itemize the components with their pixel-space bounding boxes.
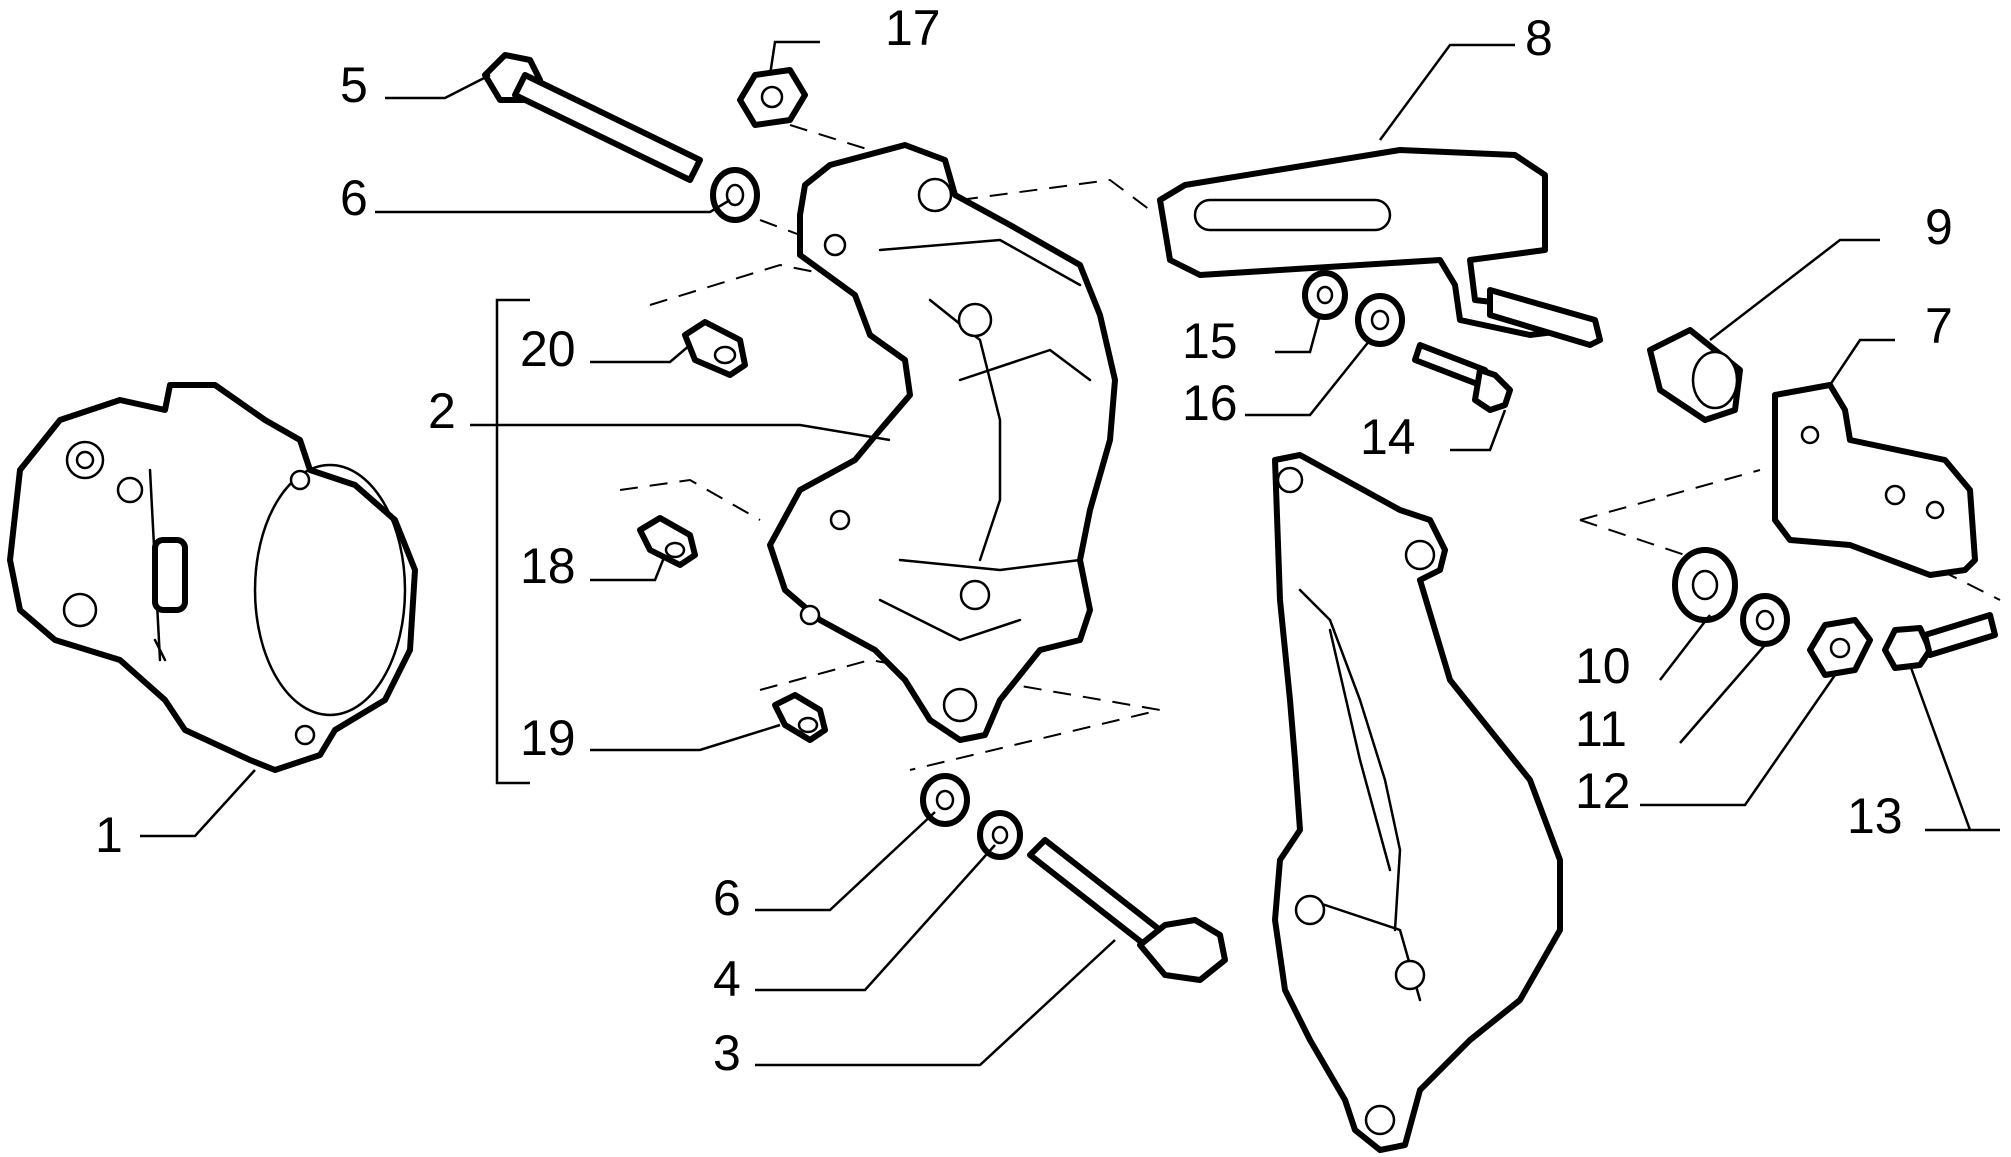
part-16-spacer (1355, 293, 1405, 347)
part-19-bushing (772, 692, 828, 743)
callout-1: 1 (95, 807, 123, 863)
part-14-bolt (1412, 342, 1513, 413)
part-2-main-bracket (767, 142, 1118, 743)
callout-17: 17 (885, 0, 941, 56)
leader-lines (140, 40, 2000, 1067)
part-20-bushing (682, 319, 748, 378)
callout-15: 15 (1182, 313, 1238, 369)
part-6-washer-upper (710, 167, 760, 223)
callout-20: 20 (520, 321, 576, 377)
callout-16: 16 (1182, 375, 1238, 431)
part-10-washer (1672, 547, 1738, 623)
callout-6-upper: 6 (340, 170, 368, 226)
callout-12: 12 (1575, 763, 1631, 819)
callout-3: 3 (713, 1025, 741, 1081)
part-18-bushing (637, 515, 698, 568)
part-8-slotted-bracket (1157, 147, 1603, 348)
callout-8: 8 (1525, 10, 1553, 66)
part-9-spacer (1647, 327, 1743, 423)
part-5-bolt (482, 52, 703, 183)
part-7-plate (1772, 382, 1978, 578)
callout-14: 14 (1360, 409, 1416, 465)
part-1-pump (7, 382, 418, 773)
callout-labels: 1 2 3 4 5 6 6 7 8 9 10 11 12 13 14 15 16… (95, 0, 1953, 1081)
group-bracket-2 (495, 298, 530, 785)
callout-13: 13 (1847, 788, 1903, 844)
callout-19: 19 (520, 710, 576, 766)
callout-18: 18 (520, 538, 576, 594)
support-arm (1272, 452, 1563, 1153)
assembly-dash-lines (619, 124, 2001, 771)
callout-4: 4 (713, 951, 741, 1007)
callout-11: 11 (1575, 701, 1627, 757)
callout-6-lower: 6 (713, 870, 741, 926)
callout-7: 7 (1925, 298, 1953, 354)
part-12-nut (1807, 617, 1873, 678)
callout-10: 10 (1575, 638, 1631, 694)
part-4-washer (977, 810, 1023, 860)
callout-9: 9 (1925, 199, 1953, 255)
part-13-bolt (1882, 612, 1998, 671)
part-11-washer (1740, 593, 1790, 647)
part-17-nut (737, 67, 808, 128)
part-3-bolt (1027, 837, 1228, 983)
part-15-washer (1302, 270, 1348, 320)
callout-5: 5 (340, 57, 368, 113)
callout-2: 2 (428, 383, 456, 439)
